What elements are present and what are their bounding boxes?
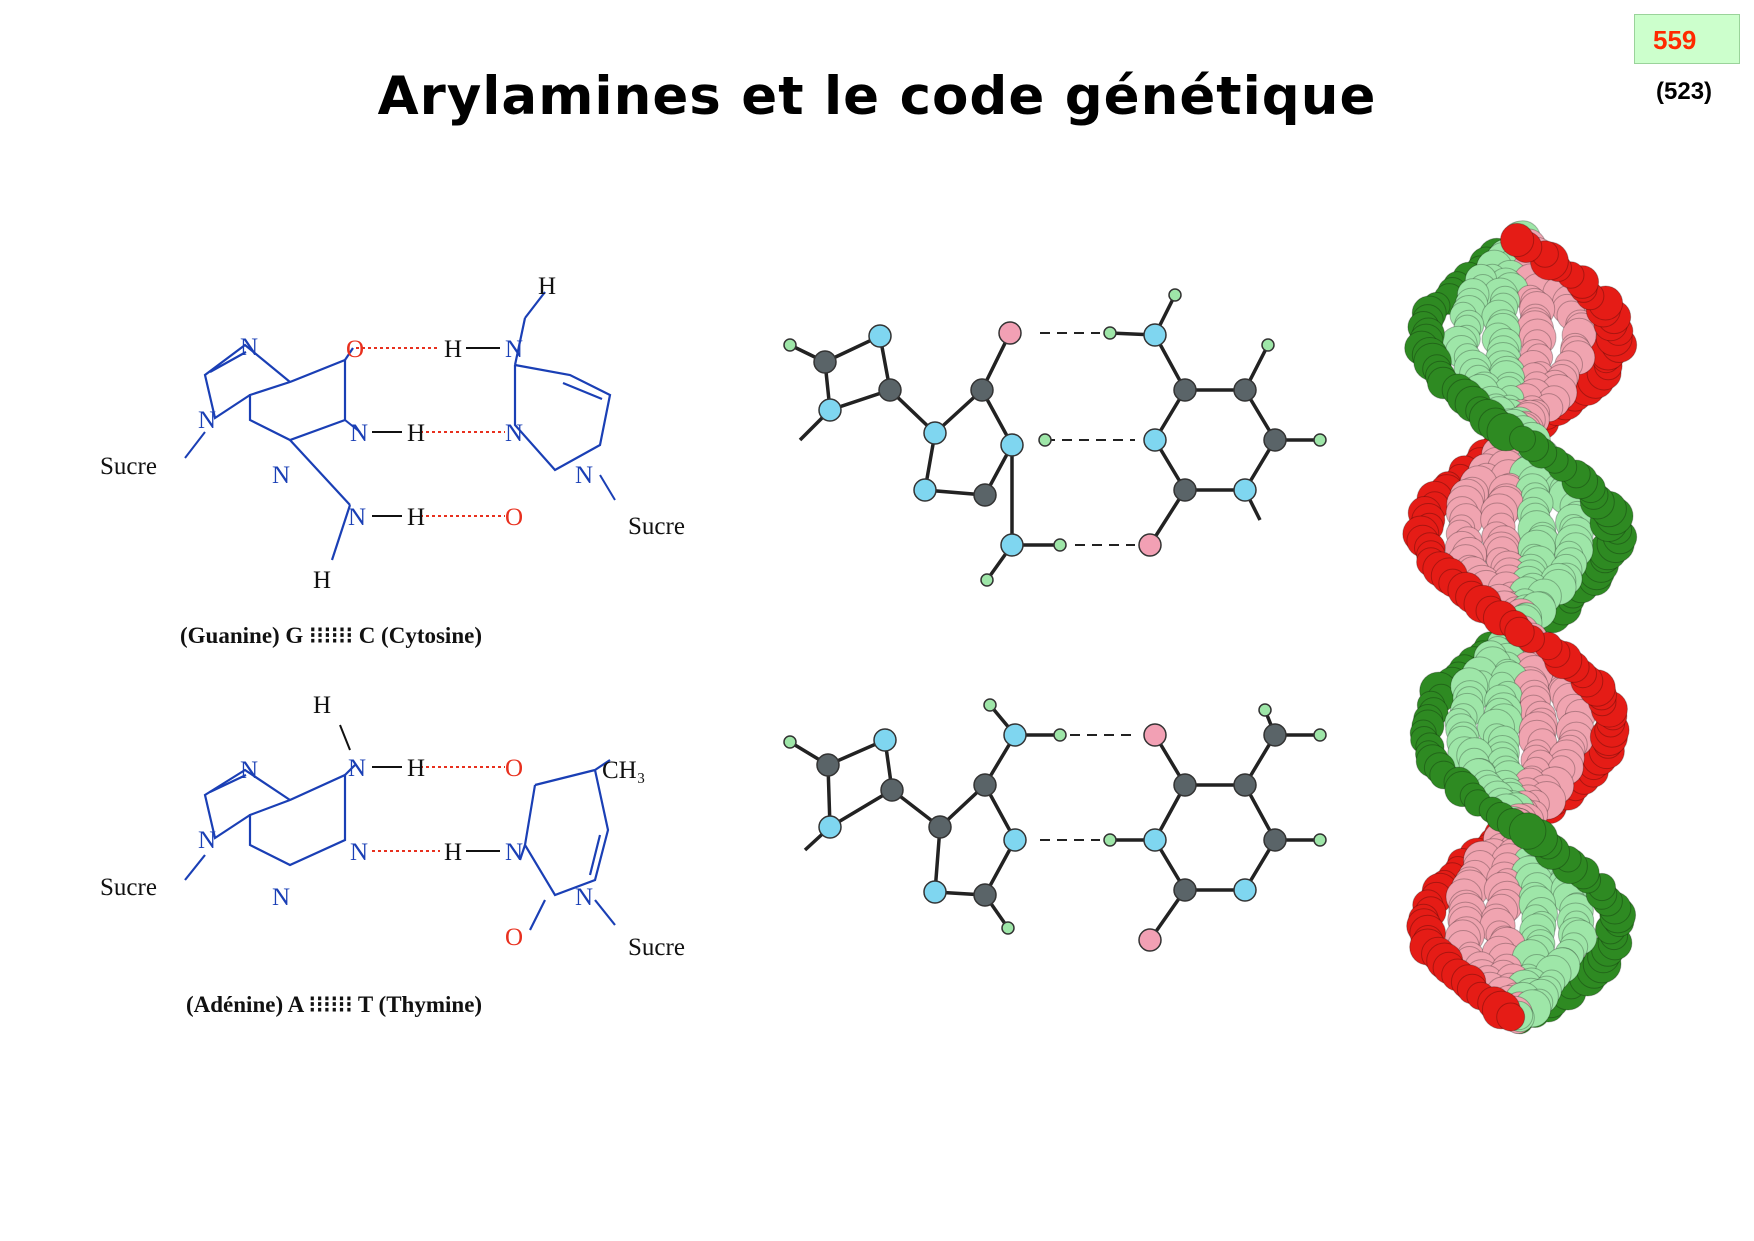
gc-ball-stick-model (783, 288, 1327, 587)
at-nitrogen-1: N (350, 839, 368, 866)
gc-hydrogen-top: H (538, 273, 556, 300)
helix-atom (1508, 812, 1547, 850)
gc-nitrogen-c4: N (505, 336, 523, 363)
gc-sugar-left: Sucre (100, 453, 157, 480)
gc-nitrogen-2: N (348, 504, 366, 531)
gc-nitrogen-c3: N (505, 420, 523, 447)
at-hydrogen-2: H (444, 839, 462, 866)
old-page-number: (523) (1656, 78, 1713, 105)
helix-atom (1504, 616, 1535, 648)
gc-structural-formula (203, 291, 612, 561)
at-hydrogen-1: H (407, 755, 425, 782)
gc-oxygen-2: O (505, 504, 523, 531)
gc-nitrogen-3: N (272, 462, 290, 489)
at-caption: (Adénine) A ⁝⁝⁝⁝⁝⁝ T (Thymine) (186, 992, 482, 1017)
at-hydrogen-top: H (313, 692, 331, 719)
gc-nitrogen-9: N (198, 407, 216, 434)
page-title: Arylamines et le code génétique (377, 66, 1377, 127)
gc-nitrogen-7: N (240, 334, 258, 361)
at-nitrogen-3: N (272, 884, 290, 911)
helix-atom (1509, 425, 1536, 453)
at-nitrogen-6: N (348, 755, 366, 782)
at-nitrogen-t1: N (575, 884, 593, 911)
at-oxygen-1: O (505, 755, 523, 782)
at-nitrogen-t3: N (505, 839, 523, 866)
gc-sugar-right: Sucre (628, 513, 685, 540)
page-number-badge: 559 (1634, 14, 1740, 64)
gc-oxygen-1: O (346, 336, 364, 363)
gc-hydrogen-2: H (407, 420, 425, 447)
dna-double-helix (1402, 220, 1638, 1035)
helix-atom (1496, 1002, 1526, 1032)
gc-hydrogen-bottom: H (313, 567, 331, 594)
at-methyl: CH₃ (602, 757, 645, 784)
at-sugar-right: Sucre (628, 934, 685, 961)
gc-caption: (Guanine) G ⁝⁝⁝⁝⁝⁝ C (Cytosine) (180, 623, 482, 648)
at-oxygen-2: O (505, 924, 523, 951)
gc-nitrogen-1: N (350, 420, 368, 447)
gc-nitrogen-c1: N (575, 462, 593, 489)
gc-hydrogen-1: H (444, 336, 462, 363)
at-sugar-left: Sucre (100, 874, 157, 901)
at-structural-formula (184, 759, 616, 931)
page-number: 559 (1653, 25, 1697, 55)
gc-hydrogen-3: H (407, 504, 425, 531)
at-nitrogen-7: N (240, 757, 258, 784)
helix-atom (1500, 222, 1535, 258)
at-nitrogen-9: N (198, 827, 216, 854)
at-ball-stick-model (783, 698, 1327, 952)
